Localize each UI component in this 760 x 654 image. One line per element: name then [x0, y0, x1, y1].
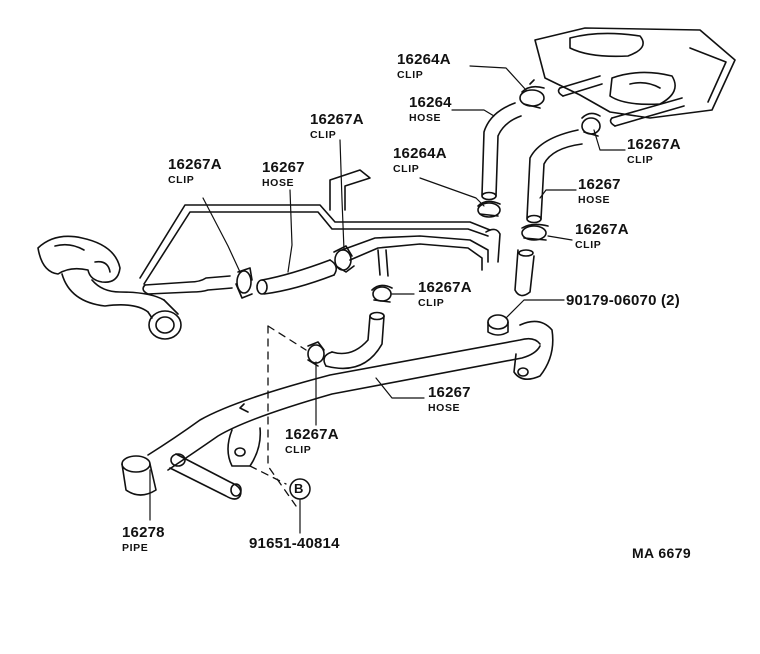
callout-clip-16267a-left: 16267A CLIP — [168, 157, 222, 186]
hose-16267-left — [256, 259, 338, 295]
part-desc: HOSE — [262, 177, 295, 189]
hose-16267-lower — [323, 311, 385, 370]
clip-16267a-left — [235, 267, 253, 299]
part-number: 16267A — [310, 111, 364, 128]
part-desc: CLIP — [627, 154, 654, 166]
callout-clip-16267a-center-lower: 16267A CLIP — [418, 280, 472, 309]
callout-hose-16267-left: 16267 HOSE — [262, 160, 305, 189]
leader-lines — [149, 65, 626, 534]
part-desc: CLIP — [418, 297, 445, 309]
part-desc: CLIP — [575, 239, 602, 251]
part-desc: PIPE — [122, 542, 149, 554]
part-number: 16267 — [428, 384, 471, 401]
part-number: 16267A — [627, 136, 681, 153]
part-desc: CLIP — [393, 163, 420, 175]
part-number: 16267 — [578, 176, 621, 193]
part-desc: HOSE — [428, 402, 461, 414]
clip-16267a-center — [333, 245, 355, 273]
ref-marker-circle — [289, 478, 311, 500]
callout-clip-16264a-top: 16264A CLIP — [397, 52, 451, 81]
part-number: 16267A — [168, 156, 222, 173]
hose-16267-right — [526, 129, 583, 224]
engine-manifold — [534, 27, 736, 127]
clip-16264a-lower — [477, 200, 501, 218]
part-number: 16264A — [393, 145, 447, 162]
callout-grommet-90179: 90179-06070 (2) — [566, 293, 680, 309]
callout-clip-16264a-lower: 16264A CLIP — [393, 146, 447, 175]
callout-hose-16267-right: 16267 HOSE — [578, 177, 621, 206]
part-number: 91651-40814 — [249, 535, 340, 552]
part-number: 16267 — [262, 159, 305, 176]
clip-16267a-right-middle — [521, 223, 549, 241]
left-elbow-pipe — [37, 235, 233, 340]
callout-clip-16267a-right-middle: 16267A CLIP — [575, 222, 629, 251]
ref-marker-letter: B — [294, 481, 304, 496]
callout-bolt-91651: 91651-40814 — [249, 536, 340, 552]
clip-16264a-top — [519, 79, 545, 109]
part-desc: CLIP — [168, 174, 195, 186]
part-desc: HOSE — [578, 194, 611, 206]
pipe-16278 — [121, 320, 554, 500]
part-number: 16278 — [122, 524, 165, 541]
callout-clip-16267a-lower: 16267A CLIP — [285, 427, 339, 456]
part-number: 16267A — [418, 279, 472, 296]
callout-hose-16264: 16264 HOSE — [409, 95, 452, 124]
hose-16264 — [481, 102, 522, 201]
long-pipes — [139, 169, 491, 285]
clip-16267a-center-lower — [371, 284, 393, 303]
callout-clip-16267a-top: 16267A CLIP — [310, 112, 364, 141]
clip-16267a-upper-right — [581, 112, 601, 137]
figure-code: MA 6679 — [632, 545, 692, 561]
part-number: 16264 — [409, 94, 452, 111]
callout-hose-16267-lower: 16267 HOSE — [428, 385, 471, 414]
callout-clip-16267a-upper-right: 16267A CLIP — [627, 137, 681, 166]
part-number: 16267A — [285, 426, 339, 443]
grommet-90179 — [487, 314, 509, 336]
part-number: 16267A — [575, 221, 629, 238]
part-desc: HOSE — [409, 112, 442, 124]
part-desc: CLIP — [285, 444, 312, 456]
part-desc: CLIP — [310, 129, 337, 141]
callout-pipe-16278: 16278 PIPE — [122, 525, 165, 554]
part-desc: CLIP — [397, 69, 424, 81]
small-tube — [485, 228, 535, 297]
part-number: 90179-06070 (2) — [566, 292, 680, 309]
dashed-reference-lines — [249, 325, 307, 507]
part-number: 16264A — [397, 51, 451, 68]
